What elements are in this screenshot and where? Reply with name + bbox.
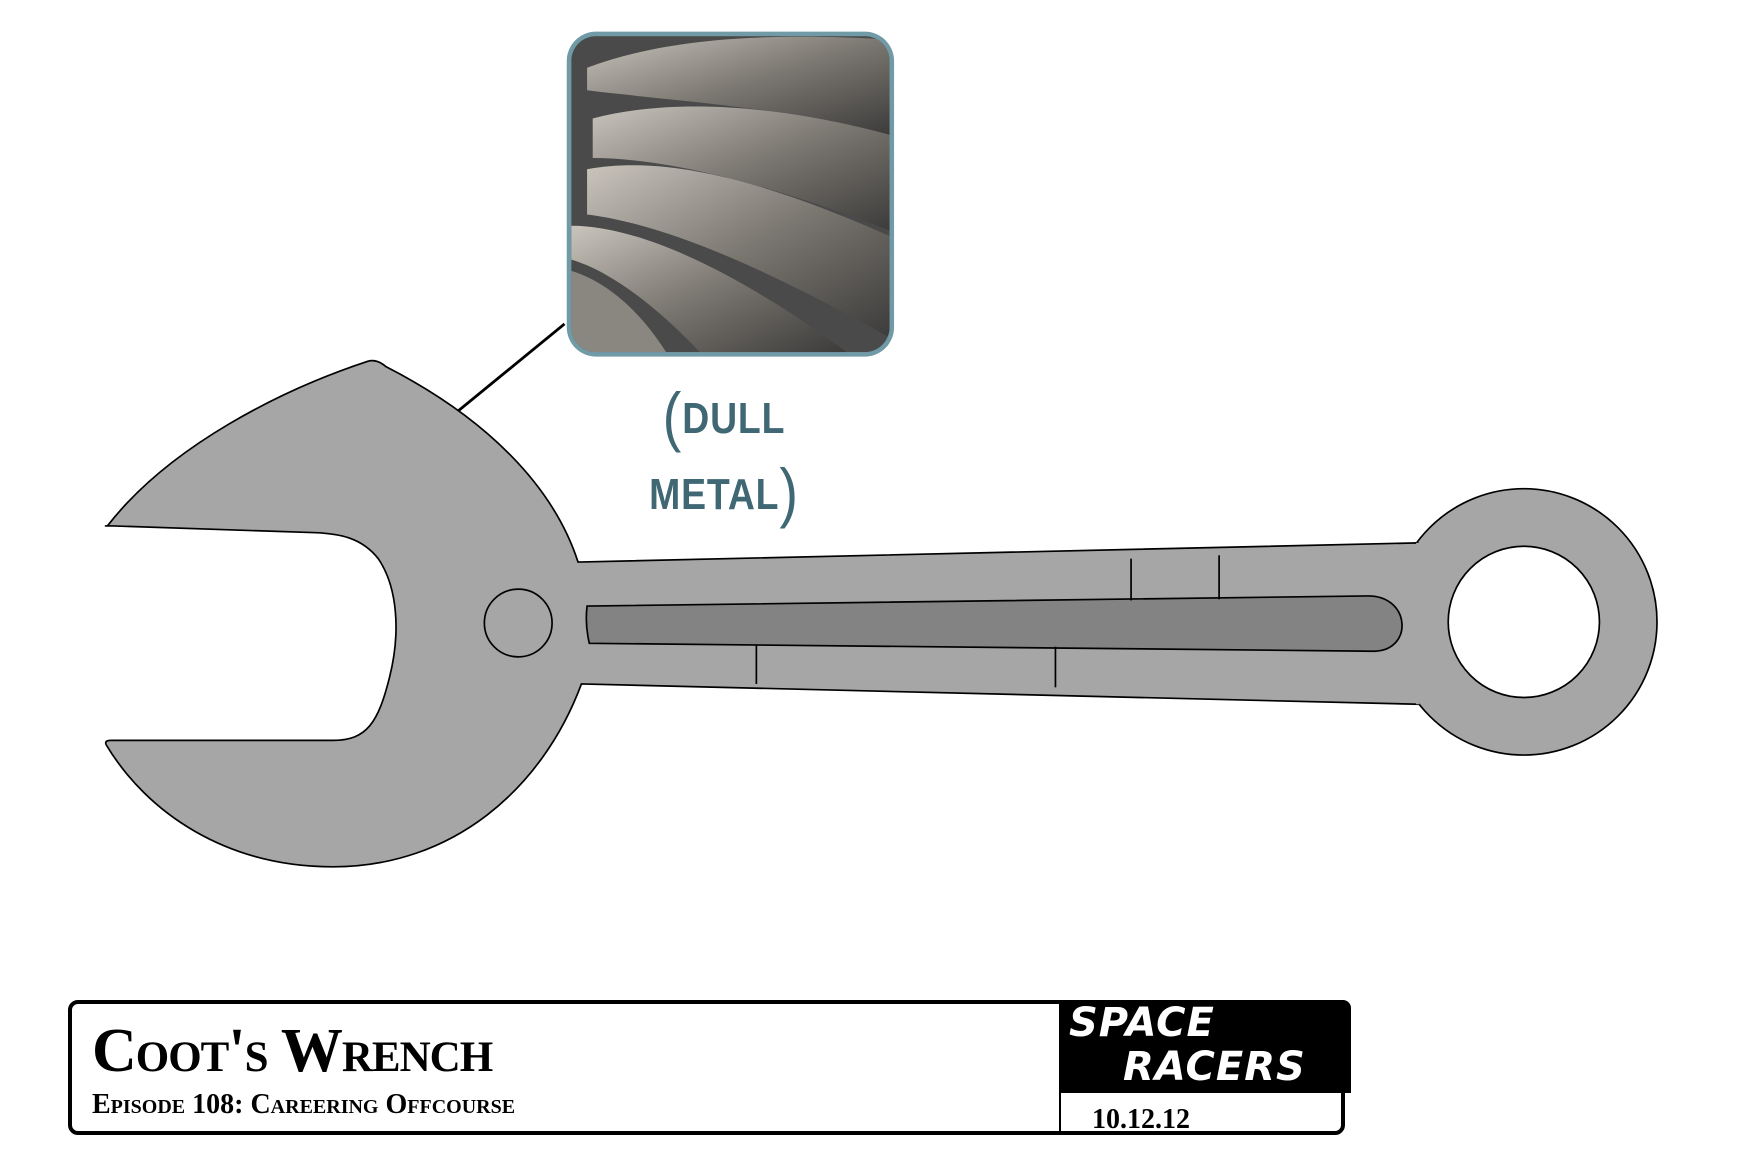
swatch-label-text: DULL METAL — [649, 394, 786, 519]
space-racers-logo: SPACE RACERS — [1059, 1000, 1351, 1093]
paren-close: ) — [779, 455, 799, 529]
pivot-bolt — [483, 588, 553, 658]
episode-subtitle: Episode 108: Careering Offcourse — [92, 1089, 516, 1120]
ring-hole — [1447, 545, 1601, 699]
dull-metal-swatch — [566, 31, 895, 357]
paren-open: ( — [662, 379, 683, 453]
sheet-title: Coot's Wrench — [92, 1017, 493, 1085]
handle-slot — [585, 595, 1403, 653]
date: 10.12.12 — [1092, 1104, 1190, 1135]
logo-line-1: SPACE — [1069, 1000, 1215, 1046]
swatch-label: (DULL METAL) — [584, 378, 865, 530]
logo-line-2: RACERS — [1123, 1044, 1306, 1090]
panel-lines — [755, 555, 1220, 688]
title-block: Coot's Wrench Episode 108: Careering Off… — [68, 1000, 1351, 1135]
